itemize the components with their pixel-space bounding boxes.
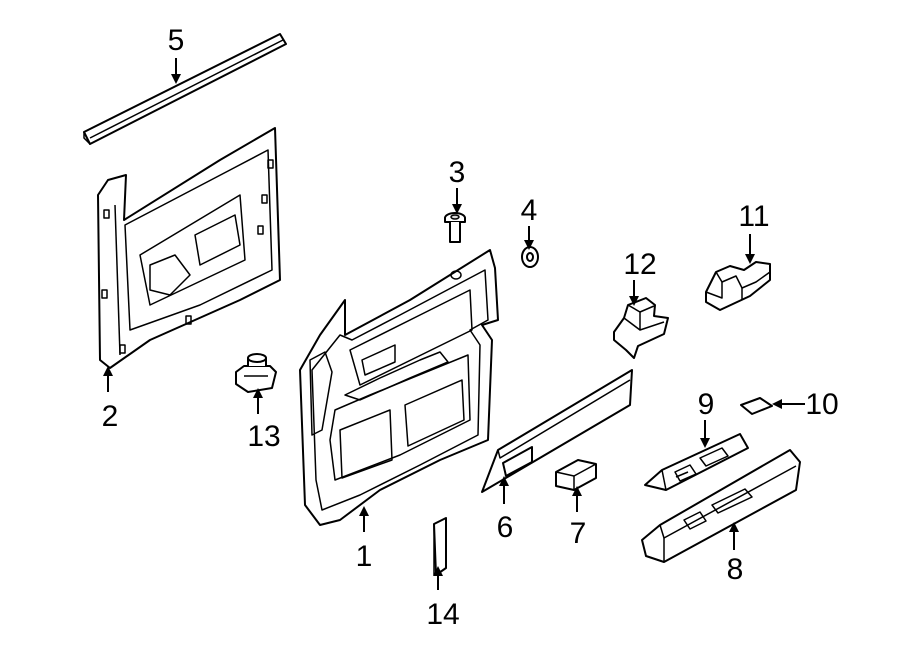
- callout-12: 12: [623, 248, 656, 281]
- part-8-armrest-base: [641, 449, 801, 563]
- callout-9: 9: [698, 388, 715, 421]
- callout-11: 11: [738, 200, 769, 233]
- part-3-screw: [444, 212, 466, 243]
- callout-5: 5: [168, 24, 185, 57]
- callout-labels: 5 2 3 4 12 11 13 1 6 7 9 10 8 14: [102, 24, 839, 631]
- part-10-pad: [740, 397, 773, 415]
- part-6-armrest-trim: [481, 369, 633, 493]
- part-4-washer: [521, 246, 539, 268]
- part-11-master-switch: [705, 261, 771, 311]
- part-12-window-switch: [613, 297, 669, 359]
- part-14-trim-insert: [433, 517, 447, 576]
- callout-14: 14: [426, 598, 459, 631]
- callout-6: 6: [497, 511, 514, 544]
- callout-2: 2: [102, 400, 119, 433]
- leader-lines: [103, 58, 805, 590]
- callout-1: 1: [356, 540, 373, 573]
- part-9-switch-plate: [644, 433, 749, 491]
- callout-3: 3: [449, 156, 466, 189]
- part-7-switch-bezel: [555, 459, 597, 491]
- part-1-door-trim-panel: [299, 249, 499, 526]
- part-5-belt-molding: [83, 33, 287, 145]
- callout-4: 4: [521, 194, 538, 227]
- callout-13: 13: [247, 420, 280, 453]
- callout-7: 7: [570, 517, 587, 550]
- part-2-panel-backing: [97, 127, 281, 369]
- callout-10: 10: [805, 388, 838, 421]
- part-13-clip: [235, 353, 277, 393]
- callout-8: 8: [727, 553, 744, 586]
